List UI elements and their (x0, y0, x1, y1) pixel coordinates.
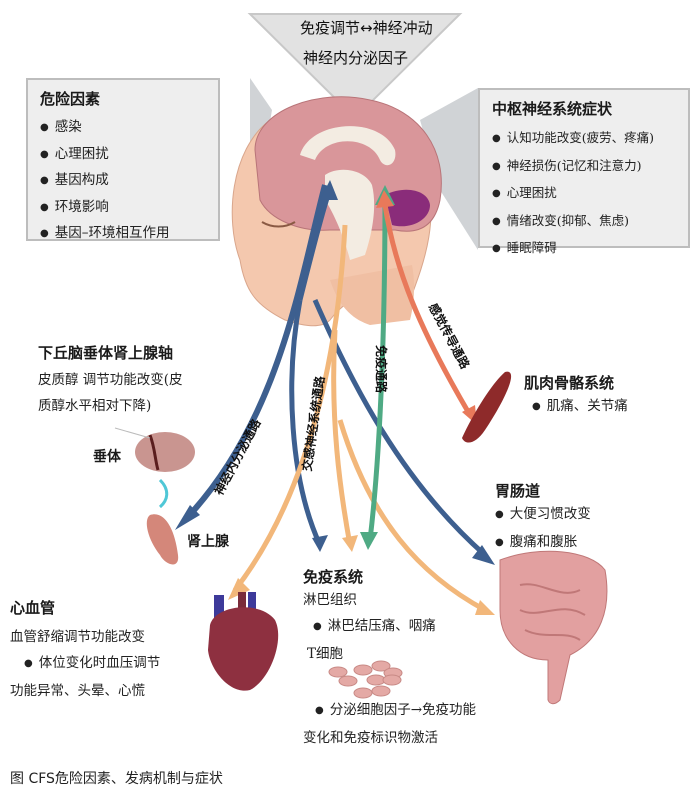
double-arrow-icon: ↔ (360, 19, 373, 37)
gi-tract-title: 胃肠道 (495, 482, 541, 500)
heart-icon (208, 592, 279, 691)
risk-factor-item: 心理困扰 (40, 142, 206, 169)
immune-regulation-label: 免疫调节 (300, 19, 361, 37)
musculoskeletal-title: 肌肉骨骼系统 (524, 374, 615, 392)
gi-tract-item: 腹痛和腹胀 (495, 529, 591, 557)
risk-factor-item: 环境影响 (40, 195, 206, 222)
gi-tract-item: 大便习惯改变 (495, 501, 591, 529)
hpa-axis-desc-line1: 皮质醇 调节功能改变(皮 (38, 372, 183, 388)
immune-pathway-label: 免疫通路 (374, 345, 388, 394)
cns-symptom-item: 认知功能改变(疲劳、疼痛) (492, 125, 676, 153)
top-triangle-line1: 免疫调节↔神经冲动 (300, 17, 433, 38)
risk-factor-item: 感染 (40, 115, 206, 142)
cns-symptom-item: 睡眠障碍 (492, 235, 676, 263)
hpa-axis-desc-line2: 质醇水平相对下降) (38, 398, 152, 414)
hpa-axis-title: 下丘脑垂体肾上腺轴 (38, 344, 174, 362)
adrenal-gland-icon (146, 514, 179, 565)
nerve-impulse-label: 神经冲动 (372, 19, 433, 37)
risk-factor-item: 基因构成 (40, 168, 206, 195)
neuroendocrine-factor-label: 神经内分泌因子 (303, 49, 409, 67)
cardiovascular-desc-line3: 功能异常、头晕、心慌 (10, 683, 145, 699)
cns-symptoms-box: 中枢神经系统症状 认知功能改变(疲劳、疼痛) 神经损伤(记忆和注意力) 心理困扰… (478, 88, 690, 255)
cns-symptom-item: 心理困扰 (492, 180, 676, 208)
risk-factors-box: 危险因素 感染 心理困扰 基因构成 环境影响 基因–环境相互作用 (26, 78, 220, 241)
cytokine-section: 分泌细胞因子→免疫功能 变化和免疫标识物激活 (303, 697, 525, 751)
cardiovascular-section: 心血管 血管舒缩调节功能改变 体位变化时血压调节 功能异常、头晕、心慌 (10, 597, 210, 704)
cardiovascular-desc-line2: 体位变化时血压调节 (24, 650, 210, 678)
musculoskeletal-section: 肌肉骨骼系统 肌痛、关节痛 (524, 372, 628, 421)
hpa-axis-section: 下丘脑垂体肾上腺轴 皮质醇 调节功能改变(皮 质醇水平相对下降) (38, 342, 238, 419)
risk-factors-title: 危险因素 (40, 90, 101, 108)
t-cell-label: T细胞 (307, 646, 344, 662)
head-icon (231, 96, 442, 327)
cardiovascular-title: 心血管 (10, 599, 56, 617)
muscle-icon (462, 371, 512, 443)
immune-system-section: 免疫系统 淋巴组织 淋巴结压痛、咽痛 T细胞 (303, 566, 523, 667)
figure-caption: 图 CFS危险因素、发病机制与症状 (10, 771, 223, 787)
pituitary-icon (114, 427, 195, 472)
cns-symptom-item: 神经损伤(记忆和注意力) (492, 153, 676, 181)
lymph-tissue-label: 淋巴组织 (303, 592, 357, 608)
cns-symptom-item: 情绪改变(抑郁、焦虑) (492, 208, 676, 236)
lymph-symptom-item: 淋巴结压痛、咽痛 (313, 613, 523, 641)
cardiovascular-desc-line1: 血管舒缩调节功能改变 (10, 629, 145, 645)
cytokine-item-line2: 变化和免疫标识物激活 (303, 730, 438, 746)
musculoskeletal-item: 肌痛、关节痛 (532, 393, 628, 421)
adrenal-label: 肾上腺 (187, 534, 229, 550)
cytokine-item-line1: 分泌细胞因子→免疫功能 (315, 697, 525, 725)
risk-factor-item: 基因–环境相互作用 (40, 221, 206, 248)
top-triangle (247, 13, 463, 120)
pituitary-label: 垂体 (93, 449, 121, 465)
cns-symptoms-title: 中枢神经系统症状 (492, 100, 613, 118)
immune-system-title: 免疫系统 (303, 568, 364, 586)
gi-tract-section: 胃肠道 大便习惯改变 腹痛和腹胀 (495, 480, 591, 557)
